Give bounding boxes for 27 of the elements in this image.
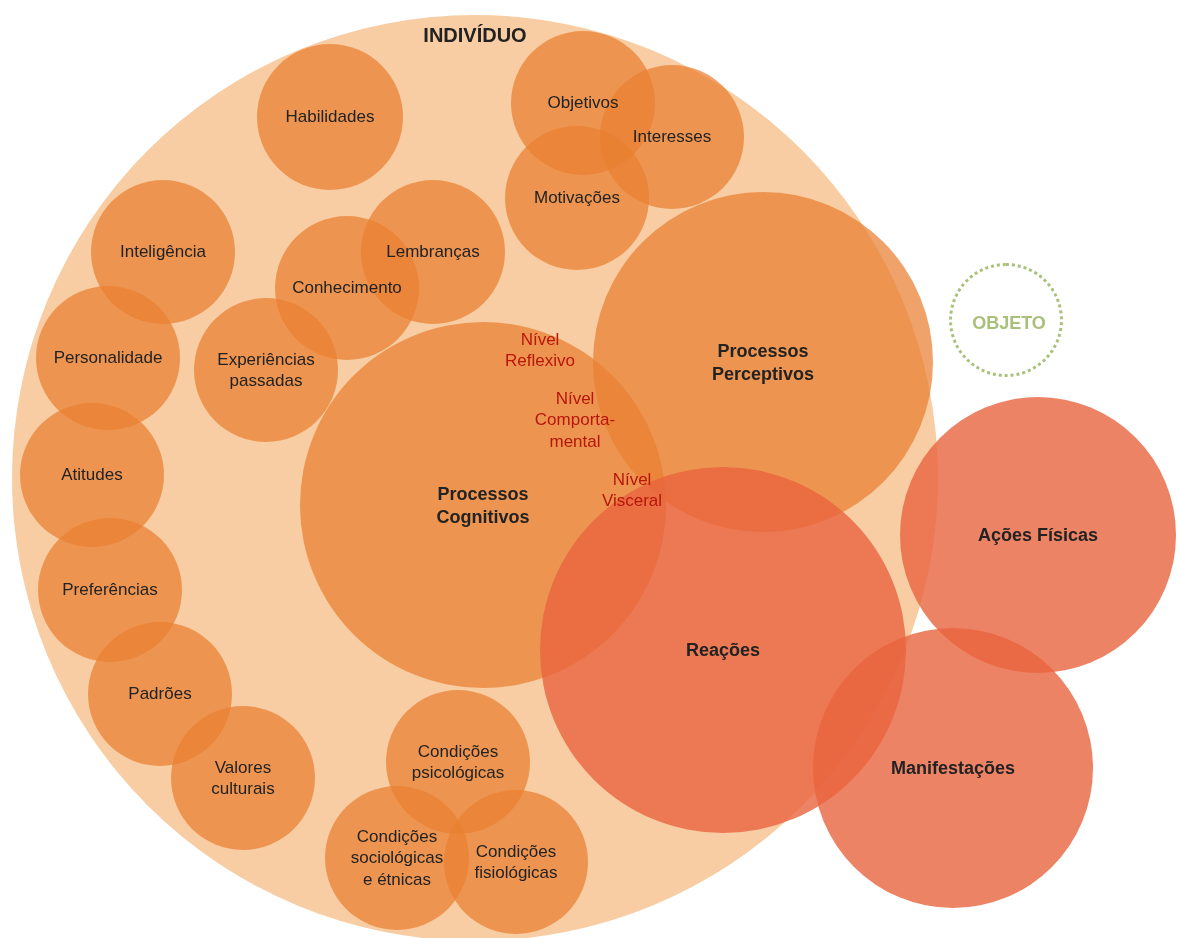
circle-label: Reações (684, 638, 762, 662)
circle-label: Motivações (533, 187, 621, 209)
circle-label: Inteligência (119, 241, 207, 263)
circle-label: Preferências (61, 579, 159, 601)
circle-label: Personalidade (52, 347, 164, 369)
circle-label: Condições sociológicas e étnicas (349, 826, 445, 890)
circle-label: Conhecimento (291, 277, 403, 299)
circle-label: Valores culturais (210, 756, 276, 800)
level-label: Nível Reflexivo (504, 328, 576, 372)
level-label: Nível Comporta- mental (533, 388, 617, 452)
circle-label: Interesses (631, 126, 713, 148)
circle-label: Objetivos (546, 92, 620, 114)
circle-label: INDIVÍDUO (422, 22, 528, 48)
circle-label: Atitudes (60, 464, 124, 486)
circle-label: Experiências passadas (216, 348, 316, 392)
circle-label: Condições fisiológicas (473, 840, 559, 884)
circle-label: Processos Perceptivos (710, 339, 816, 385)
circle-label: Lembranças (385, 241, 481, 263)
circle-label: Processos Cognitivos (435, 482, 531, 528)
circle-label: OBJETO (971, 311, 1047, 335)
circle-label: Condições psicológicas (410, 740, 506, 784)
circle-label: Padrões (127, 683, 193, 705)
circle-label: Ações Físicas (976, 523, 1100, 547)
circle (949, 263, 1063, 377)
circle-label: Manifestações (889, 756, 1017, 780)
circle-label: Habilidades (284, 106, 376, 128)
level-label: Nível Visceral (600, 468, 664, 512)
